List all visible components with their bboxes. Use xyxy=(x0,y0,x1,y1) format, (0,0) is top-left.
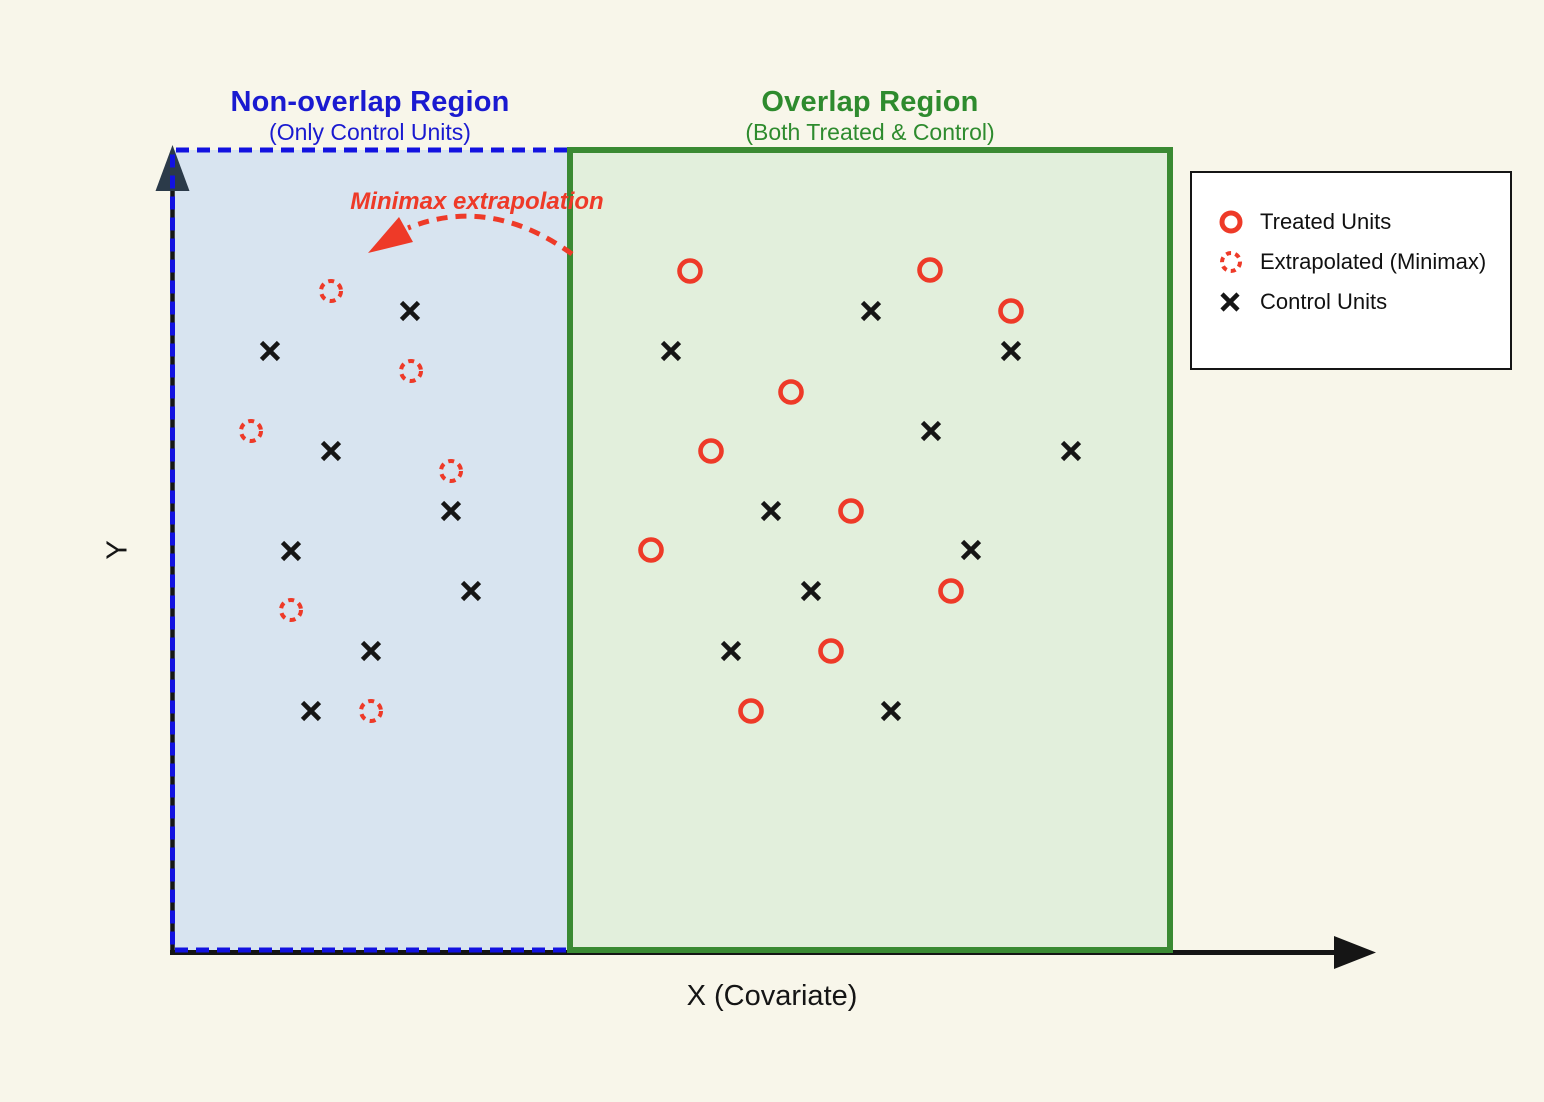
marker-dashed-circle-extrapolated-minimax- xyxy=(236,416,266,446)
marker-circle-treated-units xyxy=(996,296,1027,327)
x-axis-arrowhead-icon xyxy=(1334,936,1376,969)
overlap-region-border xyxy=(567,147,1173,953)
marker-circle-treated-units xyxy=(696,436,727,467)
extrapolated-dashed-circle-icon xyxy=(1218,249,1252,275)
overlap-region-fill xyxy=(570,150,1170,950)
marker-x-control-units xyxy=(360,640,383,663)
overlap-region-subtitle: (Both Treated & Control) xyxy=(745,119,995,145)
legend-label-control: Control Units xyxy=(1260,289,1388,314)
marker-x-control-units xyxy=(800,580,823,603)
minimax-annotation-label: Minimax extrapolation xyxy=(350,188,604,215)
treated-circle-icon xyxy=(1218,209,1252,235)
marker-x-control-units xyxy=(920,420,943,443)
marker-circle-treated-units xyxy=(675,256,706,287)
minimax-arrow-curve xyxy=(407,213,574,257)
marker-x-control-units xyxy=(1000,340,1023,363)
marker-circle-treated-units xyxy=(776,377,807,408)
marker-circle-treated-units xyxy=(816,636,847,667)
marker-dashed-circle-extrapolated-minimax- xyxy=(316,276,346,306)
marker-x-control-units xyxy=(440,500,463,523)
marker-dashed-circle-extrapolated-minimax- xyxy=(356,696,386,726)
legend-item-treated: Treated Units xyxy=(1218,202,1510,242)
legend-item-extrapolated: Extrapolated (Minimax) xyxy=(1218,242,1510,282)
x-axis-label: X (Covariate) xyxy=(686,980,858,1012)
marker-x-control-units xyxy=(460,580,483,603)
marker-x-control-units xyxy=(259,340,282,363)
marker-x-control-units xyxy=(300,700,323,723)
marker-circle-treated-units xyxy=(936,576,967,607)
marker-x-control-units xyxy=(660,340,683,363)
non-overlap-region-title: Non-overlap Region xyxy=(230,86,510,118)
y-axis-arrowhead-icon xyxy=(155,145,190,191)
marker-circle-treated-units xyxy=(736,696,767,727)
non-overlap-region-subtitle: (Only Control Units) xyxy=(269,119,471,145)
legend-box: Treated Units Extrapolated (Minimax) Con… xyxy=(1190,171,1512,370)
marker-circle-treated-units xyxy=(915,255,946,286)
legend-label-extrapolated: Extrapolated (Minimax) xyxy=(1260,249,1487,274)
marker-circle-treated-units xyxy=(636,535,667,566)
legend-item-control: Control Units xyxy=(1218,282,1510,322)
marker-dashed-circle-extrapolated-minimax- xyxy=(276,595,306,625)
marker-x-control-units xyxy=(720,640,743,663)
marker-x-control-units xyxy=(860,300,883,323)
marker-circle-treated-units xyxy=(836,496,867,527)
non-overlap-region-border xyxy=(170,147,567,953)
marker-x-control-units xyxy=(880,700,903,723)
marker-dashed-circle-extrapolated-minimax- xyxy=(396,356,426,386)
marker-x-control-units xyxy=(399,300,422,323)
non-overlap-region-fill xyxy=(170,150,570,950)
marker-x-control-units xyxy=(320,440,343,463)
minimax-arrowhead-icon xyxy=(368,217,413,253)
overlap-region-title: Overlap Region xyxy=(761,86,979,118)
marker-x-control-units xyxy=(760,500,783,523)
marker-dashed-circle-extrapolated-minimax- xyxy=(436,456,466,486)
control-x-icon xyxy=(1218,290,1252,314)
marker-x-control-units xyxy=(280,540,303,563)
marker-x-control-units xyxy=(1060,440,1083,463)
y-axis-label: Y xyxy=(101,540,134,560)
marker-x-control-units xyxy=(960,539,983,562)
legend-label-treated: Treated Units xyxy=(1260,209,1392,234)
